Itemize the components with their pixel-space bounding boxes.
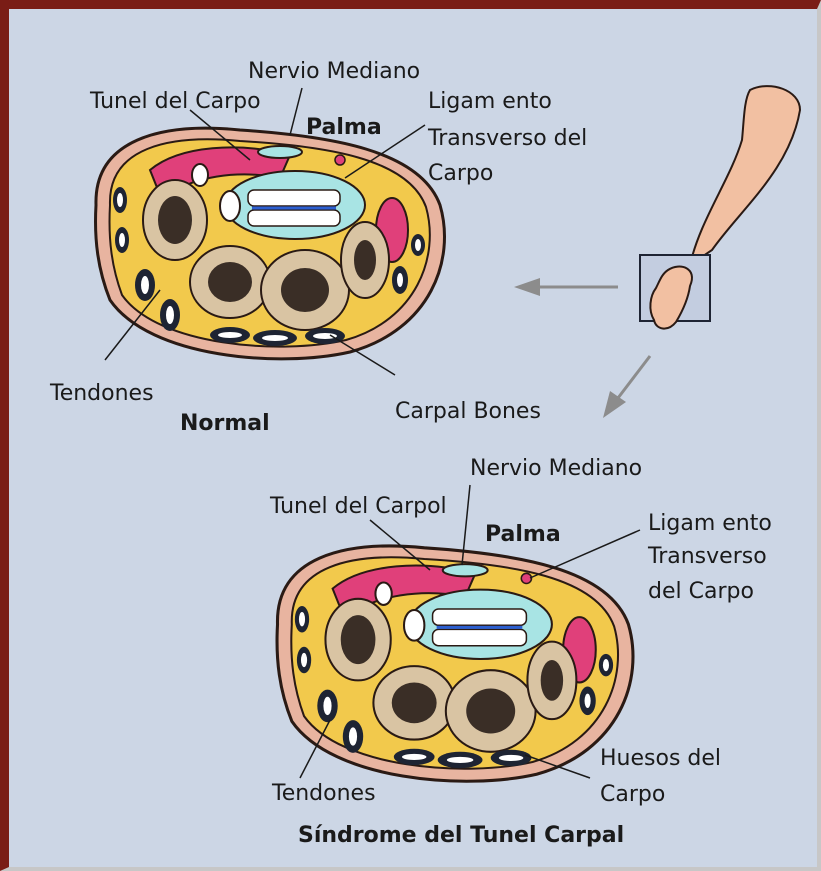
syndrome-carpo-label: Carpo (600, 782, 665, 807)
syndrome-palma-label: Palma (485, 522, 561, 547)
arm-illustration (640, 86, 800, 328)
syndrome-huesos-del-label: Huesos del (600, 746, 721, 771)
normal-caption: Normal (180, 411, 270, 436)
syndrome-nervio-mediano-label: Nervio Mediano (470, 456, 642, 481)
syndrome-ligamento-label: Ligam ento (648, 511, 772, 536)
syndrome-tendones-label: Tendones (271, 781, 376, 806)
normal-wrist-cross-section (96, 128, 445, 359)
carpal-bones-label: Carpal Bones (395, 399, 541, 424)
normal-carpo-label: Carpo (428, 161, 493, 186)
normal-transverso-del-label: Transverso del (427, 126, 587, 151)
normal-ligamento-label: Ligam ento (428, 89, 552, 114)
syndrome-del-carpo-label: del Carpo (648, 579, 754, 604)
syndrome-transverso-label: Transverso (647, 544, 767, 569)
normal-nervio-mediano-label: Nervio Mediano (248, 59, 420, 84)
arrow-to-syndrome (603, 356, 650, 418)
normal-palma-label: Palma (306, 115, 382, 140)
syndrome-wrist-cross-section (277, 546, 633, 781)
syndrome-caption: Síndrome del Tunel Carpal (298, 823, 624, 848)
normal-tendones-label: Tendones (49, 381, 154, 406)
arrow-to-normal (514, 278, 618, 296)
normal-tunel-del-carpo-label: Tunel del Carpo (89, 89, 261, 114)
syndrome-tunel-del-carpol-label: Tunel del Carpol (269, 494, 447, 519)
